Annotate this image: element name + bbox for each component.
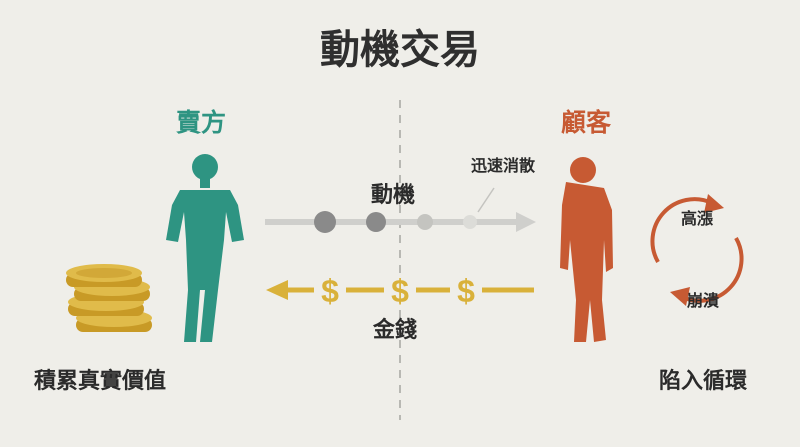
page-title: 動機交易 bbox=[320, 27, 480, 73]
motive-dot bbox=[314, 211, 336, 233]
seller-outcome-label: 積累真實價值 bbox=[34, 369, 167, 394]
motive-dot bbox=[366, 212, 386, 232]
coin-stack bbox=[66, 264, 152, 332]
money-arrow: $ $ $ bbox=[266, 273, 534, 309]
seller-figure bbox=[166, 154, 244, 342]
cycle-trap-label: 陷入循環 bbox=[659, 369, 748, 394]
cycle-surge-label: 高漲 bbox=[681, 209, 714, 228]
dollar-symbol: $ bbox=[457, 273, 475, 309]
motive-dot bbox=[417, 214, 433, 230]
motive-dot bbox=[463, 215, 477, 229]
customer-figure bbox=[560, 157, 613, 342]
cycle-arrows bbox=[650, 197, 744, 303]
dissipate-label: 迅速消散 bbox=[471, 156, 536, 175]
seller-label: 賣方 bbox=[176, 108, 227, 137]
motive-label: 動機 bbox=[371, 183, 416, 208]
money-label: 金錢 bbox=[373, 318, 418, 343]
dollar-symbol: $ bbox=[391, 273, 409, 309]
dollar-symbol: $ bbox=[321, 273, 339, 309]
cycle-arrowheads bbox=[670, 194, 724, 306]
motive-arrow bbox=[265, 187, 536, 233]
customer-label: 顧客 bbox=[561, 108, 612, 137]
cycle-crash-label: 崩潰 bbox=[687, 291, 720, 310]
